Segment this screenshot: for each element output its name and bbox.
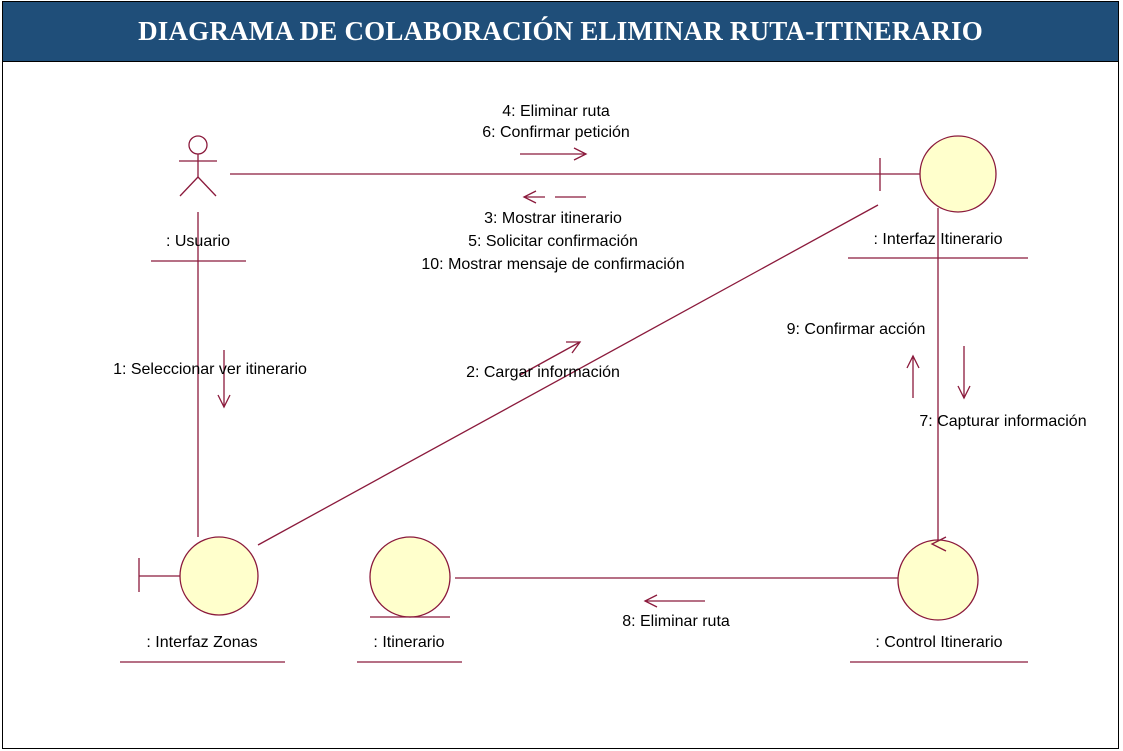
link-zonas-interfaz-itinerario: [257, 204, 879, 546]
title-bar: DIAGRAMA DE COLABORACIÓN ELIMINAR RUTA-I…: [2, 1, 1119, 62]
interfaz-itinerario-label: : Interfaz Itinerario: [874, 231, 1003, 248]
message-3-label: 3: Mostrar itinerario: [484, 210, 622, 227]
control-itinerario-label: : Control Itinerario: [875, 634, 1002, 651]
message-10-label: 10: Mostrar mensaje de confirmación: [421, 256, 684, 273]
arrow-down-icon: [957, 346, 971, 400]
page-title: DIAGRAMA DE COLABORACIÓN ELIMINAR RUTA-I…: [138, 16, 983, 46]
message-4-label: 4: Eliminar ruta: [502, 103, 610, 120]
arrow-diagonal-icon: [519, 341, 582, 376]
arrow-left-dashed-icon: [522, 190, 586, 204]
boundary-icon: [879, 135, 997, 213]
usuario-label: : Usuario: [166, 233, 230, 250]
boundary-icon: [138, 536, 259, 616]
entity-icon: [369, 536, 451, 618]
control-icon: [897, 536, 979, 621]
arrow-down-icon: [217, 350, 231, 409]
interfaz-zonas-label: : Interfaz Zonas: [146, 634, 257, 651]
arrow-left-icon: [643, 594, 705, 608]
arrow-right-icon: [520, 147, 588, 161]
message-6-label: 6: Confirmar petición: [482, 124, 630, 141]
message-1-label: 1: Seleccionar ver itinerario: [113, 361, 307, 378]
message-9-label: 9: Confirmar acción: [787, 321, 926, 338]
arrow-up-icon: [906, 354, 920, 398]
message-5-label: 5: Solicitar confirmación: [468, 233, 638, 250]
message-7-label: 7: Capturar información: [919, 413, 1086, 430]
actor-icon: [179, 135, 217, 197]
message-2-label: 2: Cargar información: [466, 364, 620, 381]
itinerario-label: : Itinerario: [373, 634, 444, 651]
message-8-label: 8: Eliminar ruta: [622, 613, 730, 630]
